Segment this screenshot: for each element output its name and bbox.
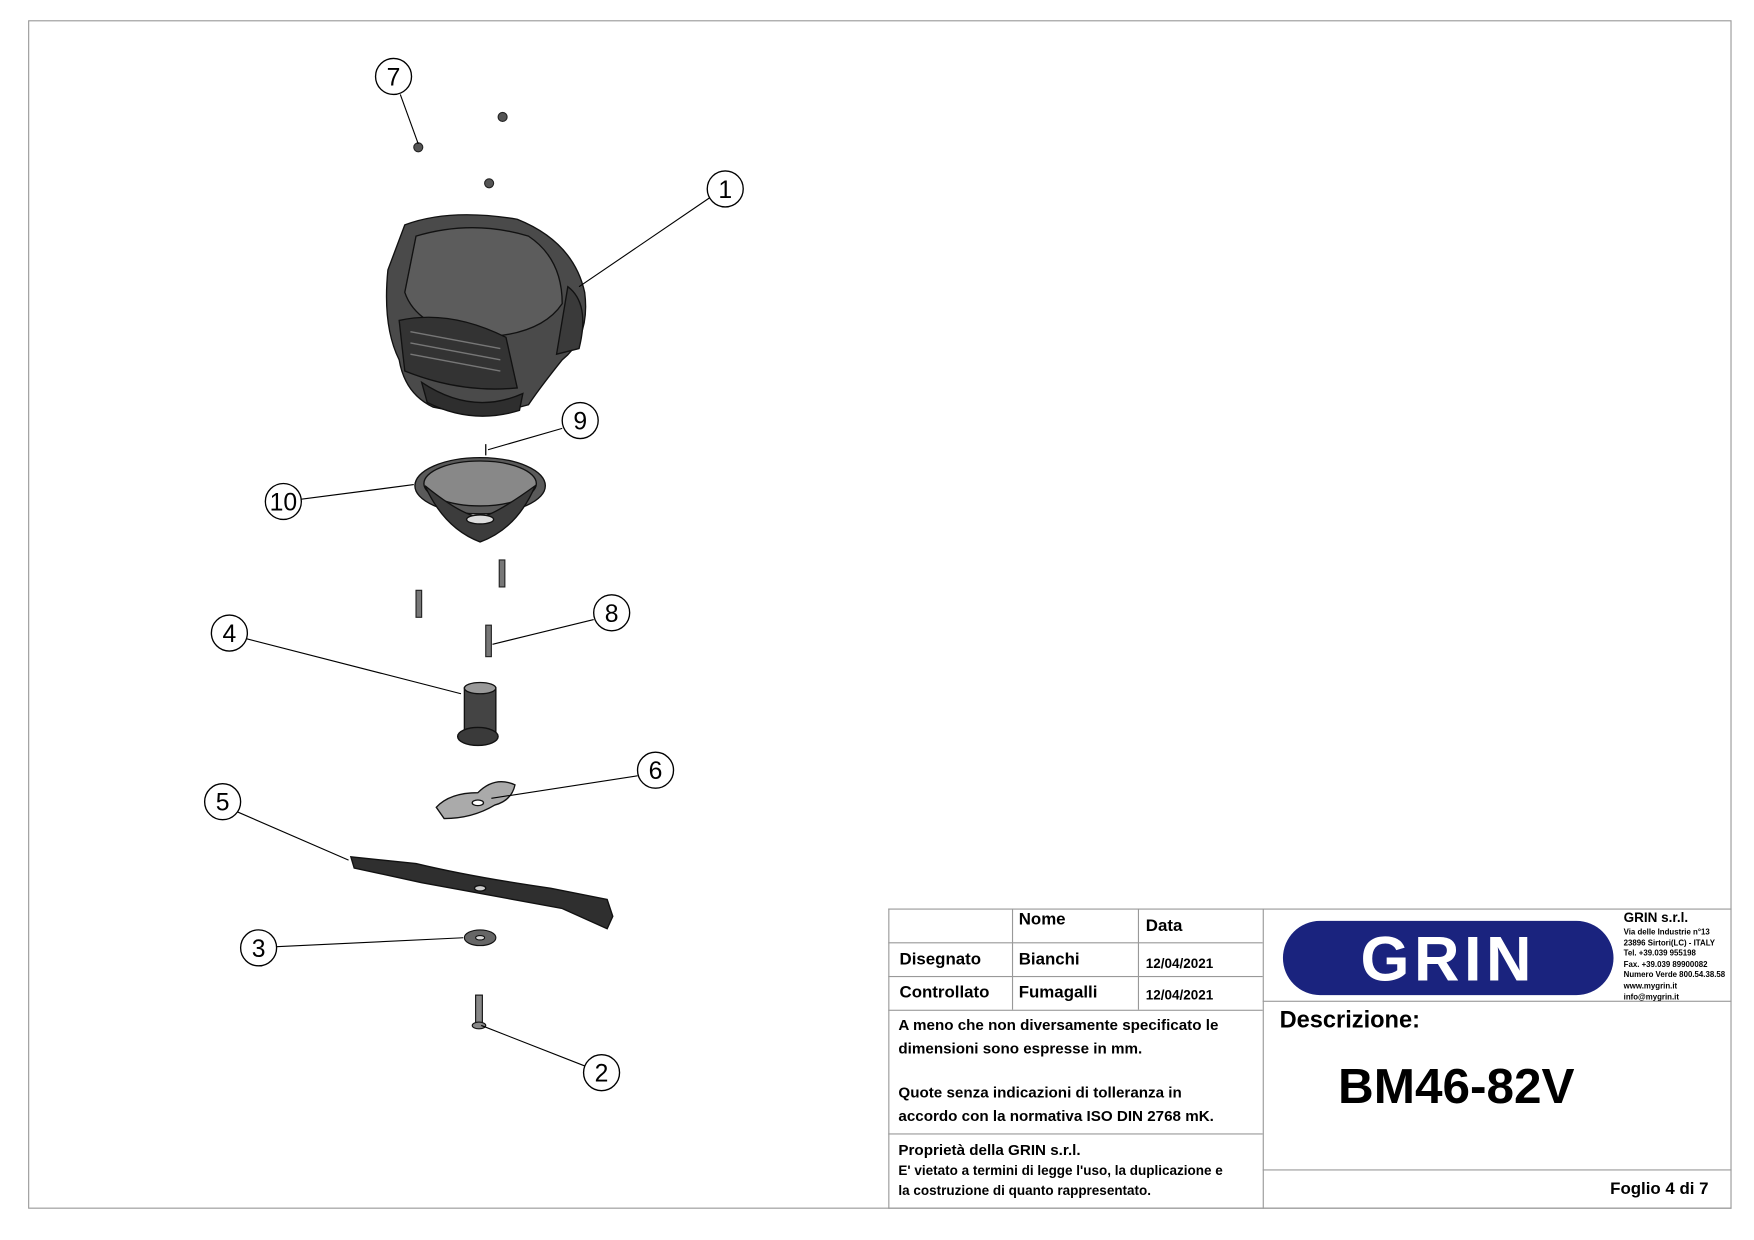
part-nuts (413, 111, 508, 189)
header-nome: Nome (1018, 909, 1066, 929)
callout-9: 9 (573, 409, 587, 436)
property-line-2: la costruzione di quanto rappresentato. (898, 1182, 1152, 1199)
sheet-border (28, 20, 1732, 1209)
property-line-1: E' vietato a termini di legge l'uso, la … (898, 1162, 1223, 1179)
note-line-2: dimensioni sono espresse in mm. (898, 1040, 1143, 1057)
part-bushing (456, 681, 499, 747)
email-line: info@mygrin.it (1623, 993, 1679, 1002)
part-blade (349, 856, 614, 930)
company-address: Via delle Industrie n°13 23896 Sirtori(L… (1624, 928, 1726, 1004)
sheet-number: Foglio 4 di 7 (1610, 1179, 1709, 1199)
grin-logo: GRIN (1282, 920, 1614, 996)
description-label: Descrizione: (1279, 1007, 1420, 1034)
callout-3: 3 (252, 936, 266, 963)
part-bolt (471, 994, 487, 1030)
callout-4: 4 (223, 621, 237, 648)
property-title: Proprietà della GRIN s.r.l. (898, 1141, 1081, 1159)
callout-balloons (203, 57, 744, 1092)
fax-line: Fax. +39.039 89900082 (1623, 961, 1708, 969)
toll-free-line: Numero Verde 800.54.38.58 (1623, 971, 1726, 980)
part-motor-housing (385, 214, 587, 417)
tel-line: Tel. +39.039 955198 (1623, 950, 1696, 959)
header-data: Data (1145, 916, 1183, 936)
note-line-1: A meno che non diversamente specificato … (898, 1016, 1219, 1034)
callout-8: 8 (605, 601, 619, 628)
role-checked: Controllato (899, 982, 990, 1002)
callout-2: 2 (595, 1061, 609, 1088)
callout-1: 1 (718, 177, 732, 204)
name-drawn: Bianchi (1018, 950, 1080, 970)
date-checked: 12/04/2021 (1145, 987, 1214, 1003)
callout-leaders (237, 94, 710, 1067)
description-value: BM46-82V (1338, 1059, 1575, 1115)
note-line-4: accordo con la normativa ISO DIN 2768 mK… (898, 1107, 1214, 1125)
part-screws (415, 559, 506, 658)
name-checked: Fumagalli (1018, 982, 1098, 1002)
web-line: www.mygrin.it (1623, 982, 1678, 991)
note-line-3: Quote senza indicazioni di tolleranza in (898, 1083, 1182, 1101)
callout-10: 10 (270, 489, 298, 516)
callout-5: 5 (216, 790, 230, 817)
part-bowl (414, 444, 547, 543)
part-plate (435, 781, 516, 820)
company-name: GRIN s.r.l. (1623, 909, 1689, 926)
part-washer (463, 929, 497, 947)
svg-text:GRIN: GRIN (1361, 924, 1536, 994)
address-line: Via delle Industrie n°13 (1623, 928, 1710, 937)
date-drawn: 12/04/2021 (1145, 955, 1214, 972)
callout-7: 7 (387, 64, 401, 91)
role-drawn: Disegnato (899, 950, 982, 970)
callout-6: 6 (649, 758, 663, 785)
city-line: 23896 Sirtori(LC) - ITALY (1623, 939, 1716, 948)
